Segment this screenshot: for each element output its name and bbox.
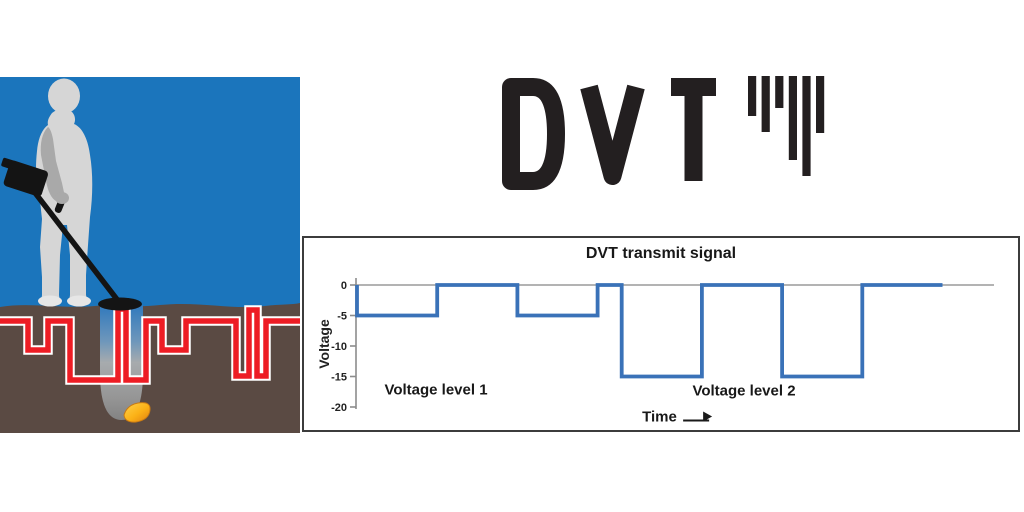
dvt-logo-graphic bbox=[502, 76, 825, 190]
person-shoe bbox=[38, 295, 62, 307]
x-axis-label-text: Time bbox=[642, 408, 677, 426]
y-tick-label: -10 bbox=[331, 341, 347, 353]
chart-plot: 0 -5 -10 -15 -20 bbox=[331, 278, 994, 414]
y-tick-label: 0 bbox=[341, 280, 347, 292]
person-silhouette bbox=[36, 78, 93, 307]
chart-title: DVT transmit signal bbox=[585, 245, 737, 262]
signal-bars-icon bbox=[748, 76, 825, 176]
signal-bar bbox=[788, 76, 797, 160]
transmit-signal-chart: 0 -5 -10 -15 -20 DVT transmit signal Voltage… bbox=[302, 236, 1020, 432]
metal-detector-illustration bbox=[0, 77, 300, 433]
time-arrow-icon bbox=[682, 409, 712, 426]
annotation-voltage-level-1: Voltage level 1 bbox=[384, 381, 488, 399]
y-axis-label: Voltage bbox=[316, 319, 332, 369]
dvt-logo: DVT bbox=[480, 60, 840, 190]
y-tick-label: -5 bbox=[337, 311, 347, 323]
ground-signal-path bbox=[0, 304, 300, 385]
logo-letters bbox=[502, 78, 716, 190]
annotation-voltage-level-2: Voltage level 2 bbox=[692, 382, 796, 400]
person-hand bbox=[55, 192, 69, 204]
signal-bar bbox=[748, 76, 757, 116]
metal-detector bbox=[1, 157, 142, 311]
signal-bar bbox=[761, 76, 770, 132]
signal-bar bbox=[775, 76, 784, 108]
y-tick-label: -15 bbox=[331, 372, 347, 384]
signal-bar bbox=[802, 76, 811, 176]
signal-waveform bbox=[355, 283, 943, 379]
detector-control-box bbox=[3, 160, 48, 197]
letter-d bbox=[502, 78, 565, 190]
person-arm bbox=[40, 127, 65, 202]
signal-bar bbox=[816, 76, 825, 133]
y-tick-label: -20 bbox=[331, 402, 347, 414]
letter-v bbox=[580, 84, 645, 185]
detector-shaft bbox=[23, 178, 122, 305]
person-shoe bbox=[67, 295, 91, 307]
detector-armrest bbox=[1, 157, 15, 170]
x-axis-label: Time bbox=[642, 409, 712, 426]
gold-nugget-icon bbox=[123, 402, 151, 423]
letter-t bbox=[671, 78, 716, 181]
search-coil bbox=[98, 297, 142, 311]
person-head bbox=[48, 78, 80, 114]
